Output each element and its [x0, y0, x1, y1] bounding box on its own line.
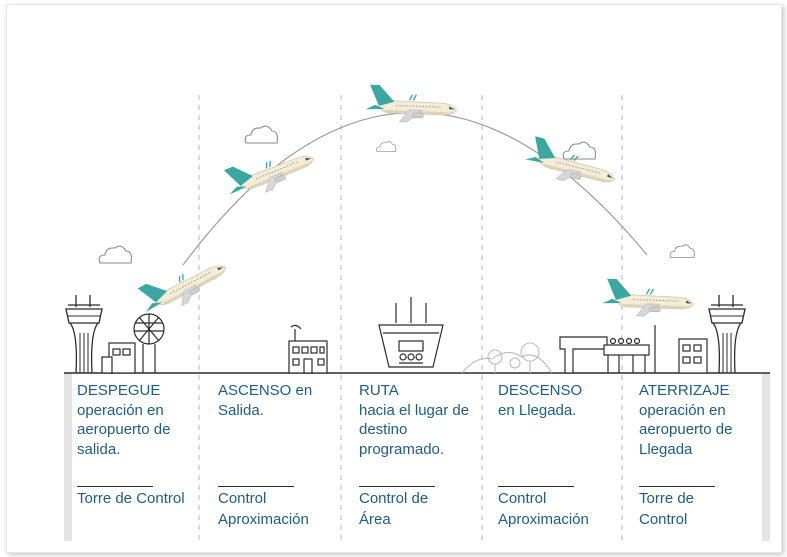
diagram-artwork: [64, 83, 770, 541]
plane-icon: [522, 134, 621, 194]
flight-phases-diagram: DESPEGUE operación en aeropuerto de sali…: [6, 4, 782, 553]
divider: [498, 486, 574, 487]
phase-description: operación en aeropuerto de Llegada: [639, 401, 733, 458]
phase-title: RUTA: [359, 382, 399, 399]
phase-control: Torre de Control: [639, 490, 695, 528]
phase-aterrizaje: ATERRIZAJE operación en aeropuerto de Ll…: [639, 381, 759, 541]
phase-control: Control Aproximación: [218, 490, 309, 528]
phase-description: en Llegada.: [498, 401, 577, 419]
plane-icon: [133, 246, 233, 323]
divider: [639, 486, 715, 487]
phase-ascenso: ASCENSO en Salida. Control Aproximación: [218, 381, 336, 541]
building-icon: [101, 342, 136, 374]
cloud-icon: [376, 141, 397, 152]
divider: [218, 486, 294, 487]
divider: [359, 486, 435, 487]
radar-dome-icon: [133, 313, 165, 373]
cloud-icon: [562, 141, 596, 160]
plane-icon: [219, 136, 320, 206]
trees-icon: [461, 342, 553, 374]
phase-control: Control de Área: [359, 490, 429, 528]
phase-descenso: DESCENSO en Llegada. Control Aproximació…: [498, 381, 616, 541]
phase-despegue: DESPEGUE operación en aeropuerto de sali…: [77, 381, 197, 541]
approach-building-icon: [288, 324, 328, 374]
phase-description: hacia el lugar de destino programado.: [359, 401, 470, 458]
phase-title: ASCENSO en: [218, 382, 313, 399]
terminal-building-icon: [559, 325, 708, 374]
phase-control: Control Aproximación: [498, 490, 589, 528]
phase-ruta: RUTA hacia el lugar de destino programad…: [359, 381, 475, 541]
cloud-icon: [669, 244, 695, 258]
cloud-icon: [244, 125, 278, 144]
plane-icon: [364, 83, 459, 125]
plane-icon: [601, 277, 696, 319]
cloud-icon: [98, 245, 132, 264]
area-control-center-icon: [378, 297, 444, 368]
phase-description: operación en aeropuerto de salida.: [77, 401, 171, 458]
phase-title: DESCENSO: [498, 382, 583, 399]
phase-description: Salida.: [218, 401, 264, 419]
flight-path-arc: [182, 111, 648, 266]
phase-title: DESPEGUE: [77, 382, 161, 399]
phase-separators: [198, 95, 623, 541]
control-tower-icon: [708, 294, 746, 374]
divider: [77, 486, 153, 487]
phase-title: ATERRIZAJE: [639, 382, 730, 399]
phase-control: Torre de Control: [77, 490, 185, 507]
control-tower-icon: [65, 294, 103, 374]
